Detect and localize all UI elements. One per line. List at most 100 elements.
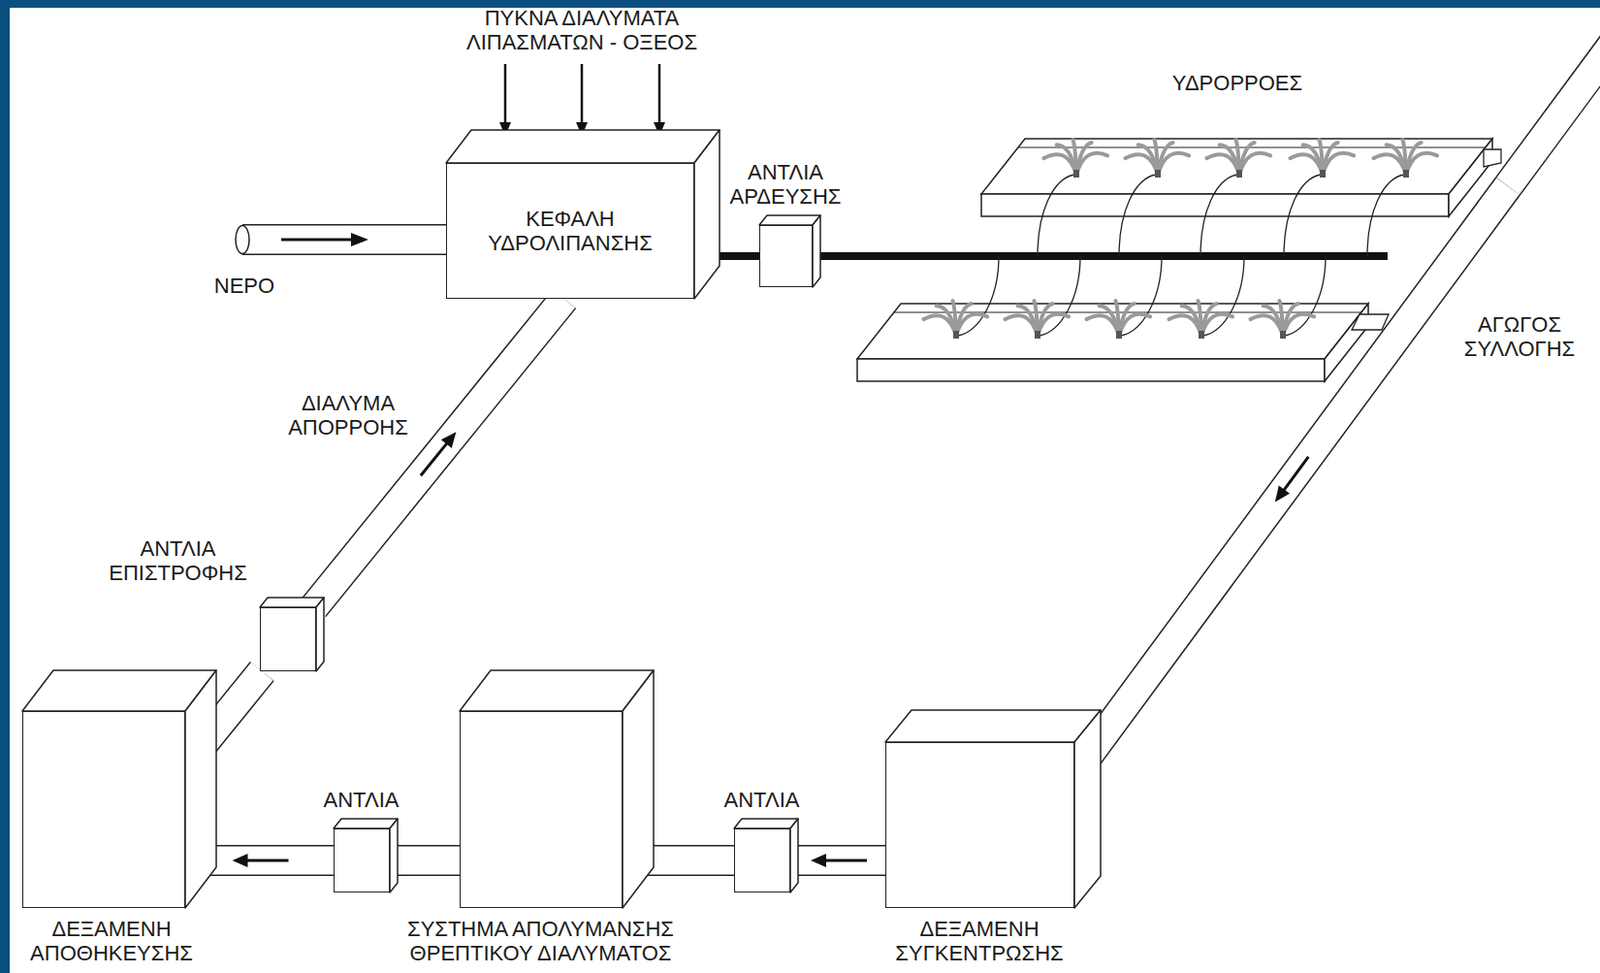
- plant: [1004, 300, 1069, 339]
- drip-line: [958, 256, 999, 336]
- equipment-box: ΑΝΤΛΙΑ: [333, 828, 390, 893]
- plant-leaf: [1119, 314, 1151, 336]
- box-heading: ΥΔΡΟΡΡΟΕΣ: [1130, 70, 1344, 96]
- plant-leaf: [1406, 153, 1438, 175]
- flow-arrow-head: [810, 853, 827, 867]
- plant-leaf: [1282, 314, 1314, 336]
- pipe-bore: [790, 846, 886, 875]
- drip-line: [1120, 256, 1162, 336]
- water-pipe: [242, 224, 447, 256]
- plant: [1249, 300, 1314, 339]
- drip-line: [1200, 174, 1238, 256]
- equipment-box: ΣΥΣΤΗΜΑ ΑΠΟΛΥΜΑΝΣΗΣ ΘΡΕΠΤΙΚΟΥ ΔΙΑΛΥΜΑΤΟΣ: [459, 710, 623, 908]
- box-heading: ΔΕΞΑΜΕΝΗ ΑΠΟΘΗΚΕΥΣΗΣ: [14, 916, 209, 966]
- plant-stem: [1034, 330, 1041, 339]
- plant: [923, 300, 988, 339]
- flow-arrow: [246, 859, 289, 863]
- pipe-bore: [389, 846, 460, 875]
- box-side-face: [316, 597, 324, 672]
- plant-stem: [1236, 169, 1243, 178]
- collection-pipe: [1507, 37, 1600, 187]
- drain-stub: [1351, 314, 1389, 330]
- box-heading: ΑΝΤΛΙΑ: [708, 787, 816, 812]
- box-side-face: [812, 215, 821, 288]
- box-faces: [885, 741, 1075, 908]
- pipe-outline: [314, 298, 565, 608]
- plant-stem: [1280, 330, 1286, 339]
- box-faces: [22, 710, 186, 908]
- flow-arrow-head: [232, 853, 249, 867]
- flow-arrow-head: [441, 431, 457, 448]
- plant-stem: [1198, 330, 1205, 339]
- flow-arrow: [1282, 456, 1309, 491]
- box-top-face: [759, 215, 821, 225]
- plant-stem: [1319, 169, 1326, 178]
- plant: [1086, 300, 1151, 339]
- pipe-connector: [790, 853, 886, 867]
- flow-arrow-head: [351, 232, 369, 247]
- box-top-face: [22, 670, 217, 711]
- lower-gutter: [857, 303, 1369, 382]
- box-top-face: [333, 818, 398, 829]
- plant-leaf: [1076, 153, 1108, 175]
- gutter-drawing: [853, 124, 1508, 386]
- equipment-box: ΑΝΤΛΙΑ ΕΠΙΣΤΡΟΦΗΣ: [259, 607, 317, 672]
- irrigation-line: [853, 252, 1388, 260]
- equipment-box: ΔΕΞΑΜΕΝΗ ΣΥΓΚΕΝΤΡΩΣΗΣ: [885, 741, 1075, 908]
- input-arrow: [580, 64, 584, 125]
- pipe-opening: [235, 225, 250, 255]
- flow-arrow: [281, 238, 353, 242]
- box-side-face: [694, 129, 720, 299]
- drip-line: [1284, 256, 1326, 336]
- drip-line: [1283, 174, 1321, 256]
- box-top-face: [446, 129, 720, 163]
- box-heading: ΔΕΞΑΜΕΝΗ ΣΥΓΚΕΝΤΡΩΣΗΣ: [867, 916, 1091, 966]
- collection-pipe-inner: [1507, 36, 1600, 187]
- equipment-box: ΑΝΤΛΙΑ: [734, 828, 791, 893]
- box-side-face: [1074, 709, 1101, 908]
- water-pipe-inner: [242, 225, 448, 255]
- plant-leaf: [1037, 314, 1069, 336]
- box-top-face: [734, 818, 799, 829]
- gutter-group: ΥΔΡΟΡΡΟΕΣ: [853, 124, 1508, 386]
- box-faces: [734, 828, 791, 893]
- drip-line: [1203, 256, 1245, 336]
- plant-stem: [1116, 330, 1122, 339]
- plant: [1289, 139, 1354, 178]
- flow-arrow: [420, 442, 448, 476]
- box-faces: [459, 710, 623, 908]
- pipe-label: ΑΓΩΓΟΣ ΣΥΛΛΟΓΗΣ: [1449, 312, 1590, 362]
- upper-gutter: [981, 138, 1493, 217]
- box-side-face: [790, 818, 799, 893]
- box-heading: ΑΝΤΛΙΑ ΑΡΔΕΥΣΗΣ: [703, 160, 868, 210]
- input-arrow: [504, 64, 508, 125]
- drain-stub: [1483, 149, 1502, 167]
- box-heading: ΣΥΣΤΗΜΑ ΑΠΟΛΥΜΑΝΣΗΣ ΘΡΕΠΤΙΚΟΥ ΔΙΑΛΥΜΑΤΟΣ: [376, 916, 706, 966]
- box-side-face: [622, 670, 654, 908]
- plant: [1043, 139, 1108, 178]
- plant-stem: [1154, 169, 1161, 178]
- pipe-connector: [1074, 186, 1508, 774]
- equipment-box: ΚΕΦΑΛΗ ΥΔΡΟΛΙΠΑΝΣΗΣ: [446, 162, 695, 299]
- plant-leaf: [1239, 153, 1271, 175]
- drip-line: [1119, 174, 1156, 256]
- input-arrow: [658, 64, 662, 125]
- box-label: ΚΕΦΑΛΗ ΥΔΡΟΛΙΠΑΝΣΗΣ: [457, 206, 683, 256]
- flow-arrow: [824, 859, 867, 863]
- box-heading: ΑΝΤΛΙΑ: [308, 787, 416, 812]
- pipe-outline: [389, 844, 460, 876]
- plant: [1124, 139, 1189, 178]
- plant-stem: [953, 330, 960, 339]
- pipe-bore: [1074, 186, 1508, 774]
- box-top-face: [885, 709, 1101, 742]
- pipe-connector: [389, 860, 460, 862]
- plant: [1206, 139, 1271, 178]
- box-faces: [259, 607, 317, 672]
- gutter-top: [981, 138, 1493, 194]
- pipe-outline: [790, 844, 886, 876]
- gutter-top: [857, 303, 1369, 359]
- box-top-face: [259, 597, 324, 608]
- flow-arrow-head: [1275, 485, 1290, 503]
